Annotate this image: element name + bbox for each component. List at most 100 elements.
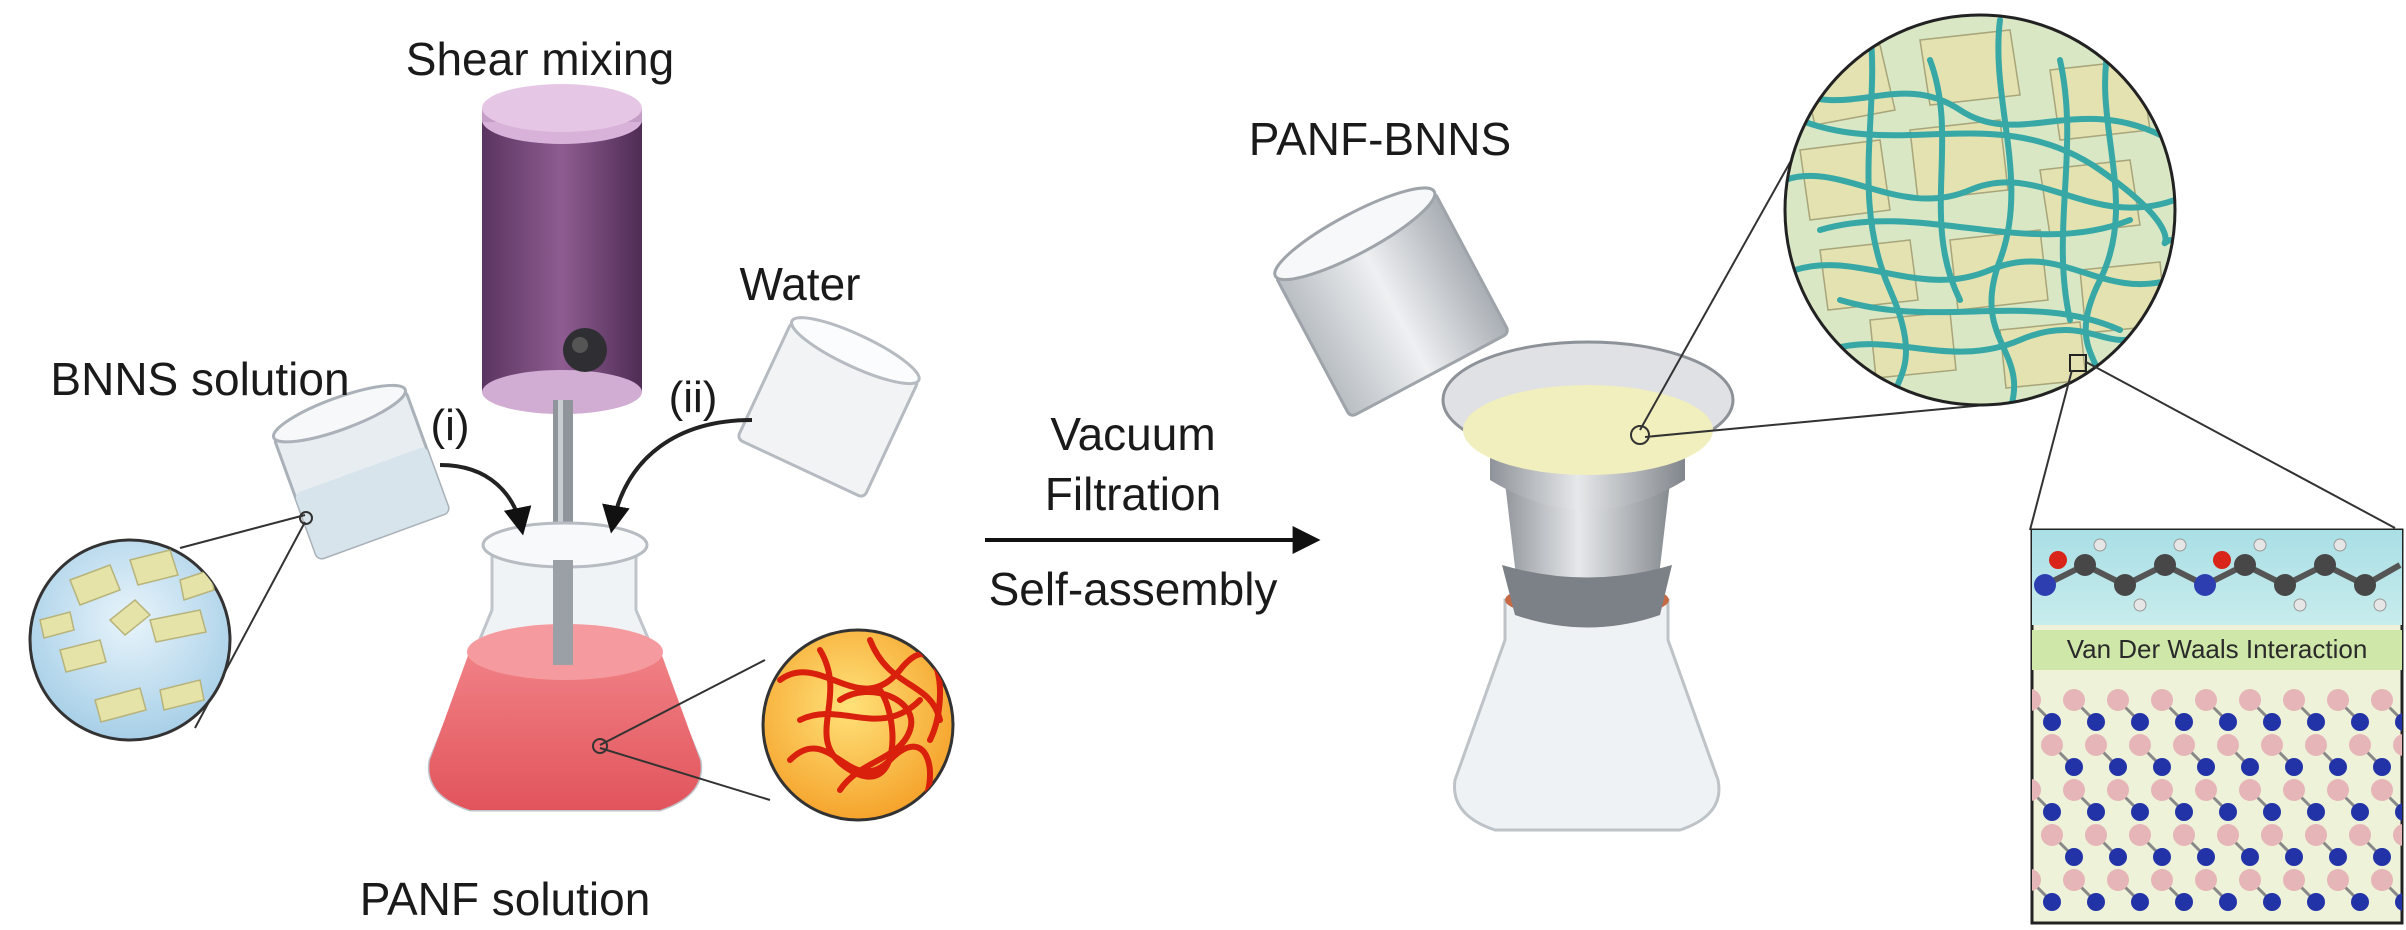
boron-atom: [2173, 734, 2195, 756]
boron-atom: [2305, 824, 2327, 846]
nitrogen-atom: [2351, 803, 2369, 821]
boron-atom: [2107, 779, 2129, 801]
nitrogen-atom: [2285, 758, 2303, 776]
nitrogen-atom: [2329, 848, 2347, 866]
nitrogen-atom: [2131, 893, 2149, 911]
boron-atom: [2063, 689, 2085, 711]
boron-atom: [2129, 824, 2151, 846]
nitrogen-atom: [2109, 758, 2127, 776]
boron-atom: [2283, 689, 2305, 711]
boron-atom: [2349, 734, 2371, 756]
boron-atom: [2107, 689, 2129, 711]
boron-atom: [2261, 734, 2283, 756]
nitrogen-atom: [2087, 803, 2105, 821]
nitrogen-atom: [2065, 758, 2083, 776]
nitrogen-atom: [2263, 893, 2281, 911]
boron-atom: [2019, 779, 2041, 801]
boron-atom: [2305, 734, 2327, 756]
boron-atom: [2129, 734, 2151, 756]
panf-bnns-label: PANF-BNNS: [1249, 113, 1511, 165]
nitrogen-atom: [2043, 893, 2061, 911]
nitrogen-atom: [2219, 713, 2237, 731]
nitrogen-atom: [2241, 758, 2259, 776]
step-i-label: (i): [430, 401, 469, 450]
shear-mixing-label: Shear mixing: [406, 33, 674, 85]
nitrogen-atom: [2065, 848, 2083, 866]
nitrogen-atom: [2131, 713, 2149, 731]
boron-atom: [2283, 779, 2305, 801]
water-label: Water: [740, 258, 861, 310]
vdw-interaction-label: Van Der Waals Interaction: [2067, 634, 2368, 664]
nitrogen-atom: [2175, 803, 2193, 821]
boron-atom: [2085, 824, 2107, 846]
panf-solution-label: PANF solution: [360, 873, 651, 925]
nitrogen-atom: [2043, 713, 2061, 731]
boron-atom: [2063, 779, 2085, 801]
water-beaker: [737, 307, 926, 498]
self-assembly-label: Self-assembly: [989, 563, 1278, 615]
boron-atom: [2371, 689, 2393, 711]
boron-atom: [2019, 869, 2041, 891]
boron-atom: [2151, 689, 2173, 711]
nitrogen-atom: [2263, 713, 2281, 731]
nitrogen-atom: [2307, 803, 2325, 821]
boron-atom: [2173, 824, 2195, 846]
nitrogen-atom: [2043, 803, 2061, 821]
nitrogen-atom: [2241, 848, 2259, 866]
step-i-arrow: [440, 465, 522, 530]
nitrogen-atom: [2153, 848, 2171, 866]
nitrogen-atom: [2219, 803, 2237, 821]
boron-atom: [2327, 869, 2349, 891]
nitrogen-atom: [2285, 848, 2303, 866]
boron-atom: [2195, 779, 2217, 801]
nitrogen-atom: [2307, 713, 2325, 731]
nitrogen-atom: [2329, 758, 2347, 776]
nitrogen-atom: [2351, 893, 2369, 911]
nitrogen-atom: [2197, 758, 2215, 776]
nitrogen-atom: [2373, 848, 2391, 866]
boron-atom: [2041, 824, 2063, 846]
nitrogen-atom: [2109, 848, 2127, 866]
boron-atom: [2041, 734, 2063, 756]
boron-atom: [2327, 779, 2349, 801]
boron-atom: [2195, 689, 2217, 711]
boron-atom: [2349, 824, 2371, 846]
nitrogen-atom: [2087, 713, 2105, 731]
boron-atom: [2261, 824, 2283, 846]
boron-atom: [2239, 869, 2261, 891]
nitrogen-atom: [2175, 713, 2193, 731]
nitrogen-atom: [2351, 713, 2369, 731]
boron-atom: [2217, 734, 2239, 756]
bnns-flake-inset: [30, 515, 305, 740]
buchner-funnel: [1443, 342, 1733, 628]
nitrogen-atom: [2219, 893, 2237, 911]
boron-atom: [2239, 689, 2261, 711]
nitrogen-atom: [2373, 758, 2391, 776]
nitrogen-atom: [2131, 803, 2149, 821]
boron-atom: [2085, 734, 2107, 756]
step-ii-arrow: [612, 420, 752, 528]
nitrogen-atom: [2175, 893, 2193, 911]
boron-atom: [2107, 869, 2129, 891]
boron-atom: [2217, 824, 2239, 846]
boron-atom: [2327, 689, 2349, 711]
step-ii-label: (ii): [669, 373, 718, 422]
molecular-interface-inset: Van Der Waals Interaction: [2019, 362, 2406, 923]
vacuum-label: Vacuum: [1050, 408, 1215, 460]
boron-atom: [2195, 869, 2217, 891]
nitrogen-atom: [2197, 848, 2215, 866]
nitrogen-atom: [2153, 758, 2171, 776]
bnns-solution-label: BNNS solution: [50, 353, 349, 405]
boron-atom: [2283, 869, 2305, 891]
nitrogen-atom: [2263, 803, 2281, 821]
boron-atom: [2239, 779, 2261, 801]
nitrogen-atom: [2087, 893, 2105, 911]
boron-atom: [2371, 869, 2393, 891]
film-microstructure-inset: [1640, 15, 2175, 437]
boron-atom: [2019, 689, 2041, 711]
boron-atom: [2151, 779, 2173, 801]
nitrogen-atom: [2307, 893, 2325, 911]
filtration-label: Filtration: [1045, 468, 1221, 520]
boron-atom: [2063, 869, 2085, 891]
